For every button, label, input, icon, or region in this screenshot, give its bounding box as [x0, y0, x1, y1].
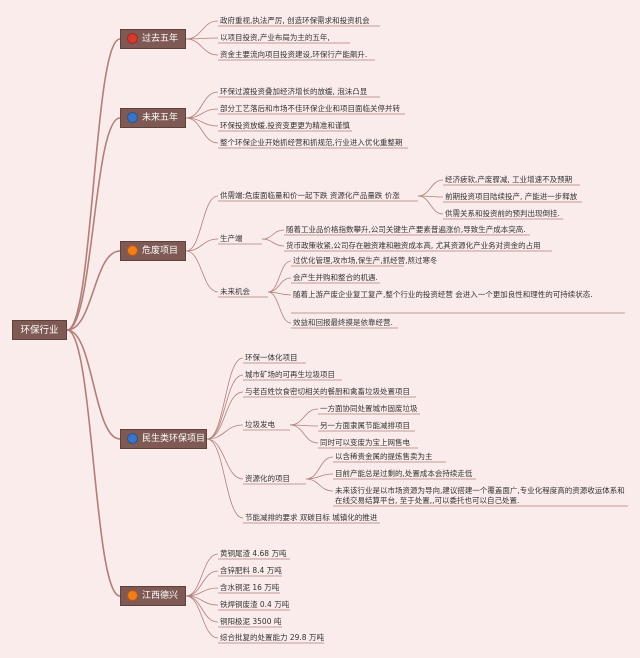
group-label: 资源化的项目	[245, 474, 290, 483]
leaf-text: 综合批复的处置能力 29.8 万吨	[220, 633, 324, 642]
leaf-text: 以含稀贵金属的提炼售卖为主	[335, 452, 433, 461]
branch-jiangxi-dexing[interactable]: 江西德兴	[120, 586, 186, 606]
leaf-connector	[206, 391, 244, 440]
leaf-connector	[206, 374, 244, 440]
leaf-connector	[206, 438, 244, 480]
leaf-text: 以项目投资,产业布局为主的五年,	[220, 33, 330, 42]
leaf-text: 前期投资项目陆续投产, 产能进一步释放	[445, 192, 578, 201]
leaf-text: 铁焊铜废渣 0.4 万吨	[220, 600, 290, 609]
leaf-connector	[261, 229, 285, 240]
leaf-text: 黄铜尾渣 4.68 万吨	[220, 549, 287, 558]
leaf-connector	[206, 424, 244, 440]
root-label: 环保行业	[20, 325, 59, 336]
leaf-text: 供需关系和投资前的预判出现倒挂.	[445, 209, 560, 218]
leaf-connector	[267, 260, 292, 293]
globe-icon	[127, 433, 138, 444]
leaf-connector	[185, 250, 219, 293]
leaf-text: 节能减排的要求 双碳目标 城镇化的推进	[245, 513, 378, 522]
leaf-text: 环保投资放缓,投资变更更为精准和谨慎	[220, 121, 350, 130]
leaf-connector	[206, 357, 244, 440]
warning-icon	[127, 245, 138, 256]
leaf-connector	[185, 91, 219, 119]
group-label: 未来机会	[220, 287, 250, 296]
leaf-text: 随着工业品价格指数攀升,公司关键生产要素普遍涨价,导致生产成本突高.	[286, 225, 526, 234]
leaf-text: 会产生并购和整合的机遇.	[293, 273, 378, 282]
branch-connector	[66, 117, 121, 331]
globe-icon	[127, 112, 138, 123]
star-icon	[127, 33, 138, 44]
branch-label: 民生类环保项目	[142, 434, 206, 444]
branch-connector	[66, 38, 121, 331]
leaf-text: 一方面协同处置城市固废垃圾	[320, 404, 418, 413]
leaf-text: 资金主要流向项目投资建设,环保行产能飙升.	[220, 50, 368, 59]
leaf-text: 含水铜泥 16 万吨	[220, 583, 280, 592]
leaf-connector	[185, 117, 219, 144]
leaf-connector	[289, 408, 319, 426]
branch-connector	[66, 250, 121, 331]
leaf-connector	[417, 195, 444, 215]
leaf-connector	[185, 238, 219, 252]
group-label: 生产端	[220, 234, 243, 243]
branch-hazardous-waste[interactable]: 危废项目	[120, 241, 186, 261]
leaf-text: 部分工艺落后和市场不佳环保企业和项目面临关停并转	[220, 104, 400, 113]
leaf-text: 城市矿场的可再生垃圾项目	[245, 370, 335, 379]
branch-label: 未来五年	[142, 113, 179, 123]
leaf-connector	[267, 291, 292, 324]
leaf-text: 另一方面隶属节能减排项目	[320, 421, 410, 430]
leaf-text: 经济疲软,产废骤减, 工业增速不及预期	[445, 175, 573, 184]
leaf-text: 货币政策收紧,公司存在融资难和融资成本高, 尤其资源化产业务对资金的占用	[286, 241, 541, 250]
leaf-text: 政府重视,执法严厉, 创造环保需求和投资机会	[220, 16, 370, 25]
leaf-text: 含锌肥料 8.4 万吨	[220, 566, 282, 575]
leaf-connector	[185, 20, 219, 40]
leaf-connector	[289, 424, 319, 444]
leaf-connector	[185, 595, 219, 639]
leaf-text: 未来该行业是以市场资源为导向,建议搭建一个覆盖面广,专业化程度高的资源收运体系和…	[335, 486, 625, 505]
leaf-text: 整个环保企业开始抓经营和抓规范,行业进入优化重整期	[220, 138, 403, 147]
leaf-connector	[261, 238, 285, 247]
branch-label: 江西德兴	[142, 591, 179, 601]
leaf-text: 目前产能总是过剩的,处置成本会持续走低	[335, 469, 473, 478]
leaf-text: 与老百姓饮食密切相关的餐厨和禽畜垃圾处置项目	[245, 387, 410, 396]
branch-connector	[66, 329, 121, 597]
leaf-connector	[185, 195, 219, 252]
leaf-text: 铜阳极泥 3500 吨	[220, 617, 282, 626]
leaf-connector	[185, 108, 219, 119]
leaf-connector	[185, 570, 219, 597]
branch-past-five-years[interactable]: 过去五年	[120, 29, 186, 49]
leaf-connector	[305, 478, 334, 492]
group-label: 垃圾发电	[245, 420, 275, 429]
leaf-text: 效益和回报最终摸是依靠经营.	[293, 318, 393, 327]
leaf-connector	[185, 587, 219, 597]
leaf-connector	[267, 291, 292, 296]
branch-label: 危废项目	[142, 246, 179, 256]
leaf-connector	[206, 438, 244, 519]
leaf-text: 过优化管理,攻市场,保生产,抓经营,熬过寒冬	[293, 256, 438, 265]
leaf-connector	[305, 456, 334, 480]
leaf-text: 同时可以变废为宝上网售电	[320, 438, 410, 447]
leaf-text: 随着上游产废企业复工复产,整个行业的投资经营 会进入一个更加良性和理性的可持续状…	[293, 290, 593, 299]
leaf-text: 环保一体化项目	[245, 353, 298, 362]
root-node[interactable]: 环保行业	[12, 320, 67, 340]
leaf-connector	[267, 277, 292, 293]
branch-livelihood-projects[interactable]: 民生类环保项目	[120, 429, 207, 449]
branch-next-five-years[interactable]: 未来五年	[120, 108, 186, 128]
group-label: 供需端:危废面临量和价一起下跌 资源化产品量跌 价涨	[220, 191, 400, 200]
leaf-text: 环保过渡投资叠加经济增长的放缓, 泡沫凸显	[220, 87, 368, 96]
leaf-connector	[417, 179, 444, 197]
branch-label: 过去五年	[142, 34, 179, 44]
warning-icon	[127, 590, 138, 601]
leaf-connector	[185, 553, 219, 597]
leaf-connector	[185, 38, 219, 56]
branch-connector	[66, 329, 121, 440]
